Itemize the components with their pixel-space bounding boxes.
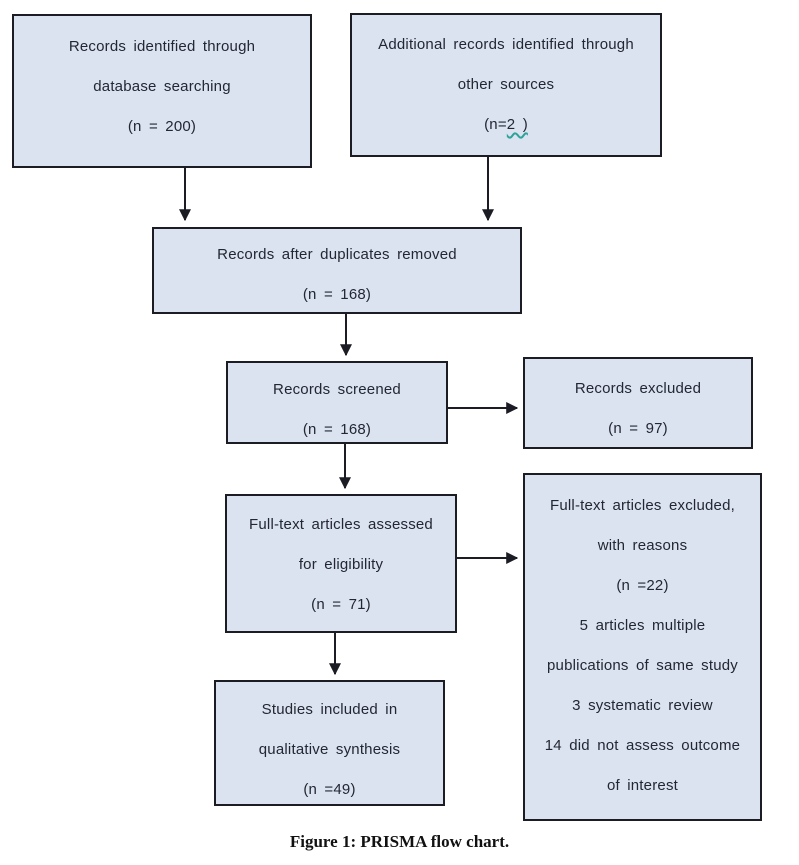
box-text-line: Full-text articles excluded,	[549, 497, 735, 514]
box-records-after-duplicates-removed: Records after duplicates removed (n = 16…	[152, 227, 522, 314]
box-records-excluded: Records excluded (n = 97)	[523, 357, 753, 449]
box-text-line: Records after duplicates removed	[217, 246, 457, 263]
exclusion-reason: publications of same study	[547, 657, 738, 674]
box-text-line: Records identified through	[68, 38, 256, 55]
box-text-line: database searching	[93, 78, 231, 95]
n-value: (n = 97)	[608, 420, 668, 437]
box-text-line: Studies included in	[261, 701, 398, 718]
n-value: (n=2 )	[484, 114, 528, 136]
n-value: (n = 168)	[302, 286, 372, 303]
box-fulltext-assessed: Full-text articles assessed for eligibil…	[225, 494, 457, 633]
box-text-line: Records excluded	[574, 380, 702, 397]
box-text-line: qualitative synthesis	[258, 741, 401, 758]
n-value: (n = 168)	[302, 421, 372, 438]
n-value: (n = 71)	[311, 596, 371, 613]
box-text-line: for eligibility	[298, 556, 384, 573]
figure-caption: Figure 1: PRISMA flow chart.	[289, 832, 510, 851]
n-value-prefix: (n=	[484, 116, 507, 133]
n-value: (n =22)	[616, 577, 669, 594]
box-records-identified: Records identified through database sear…	[12, 14, 312, 168]
box-studies-included: Studies included in qualitative synthesi…	[214, 680, 445, 806]
box-records-screened: Records screened (n = 168)	[226, 361, 448, 444]
n-value: (n = 200)	[127, 118, 197, 135]
exclusion-reason: 3 systematic review	[572, 697, 713, 714]
exclusion-reason: of interest	[606, 777, 679, 794]
box-fulltext-excluded-with-reasons: Full-text articles excluded, with reason…	[523, 473, 762, 821]
box-additional-records: Additional records identified through ot…	[350, 13, 662, 157]
box-text-line: Additional records identified through	[378, 36, 634, 53]
n-value: (n =49)	[303, 781, 356, 798]
exclusion-reason: 14 did not assess outcome	[544, 737, 741, 754]
box-text-line: Records screened	[273, 381, 401, 398]
box-text-line: with reasons	[597, 537, 688, 554]
box-text-line: other sources	[457, 76, 555, 93]
box-text-line: Full-text articles assessed	[249, 516, 433, 533]
n-value-squiggle-underlined: 2 )	[506, 116, 528, 133]
exclusion-reason: 5 articles multiple	[579, 617, 706, 634]
